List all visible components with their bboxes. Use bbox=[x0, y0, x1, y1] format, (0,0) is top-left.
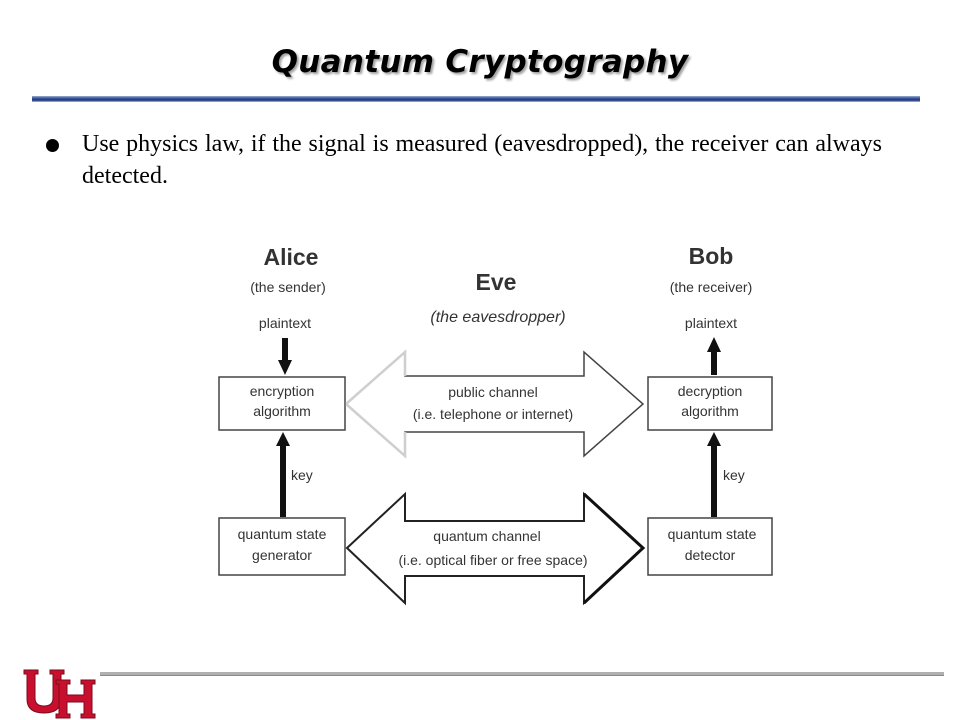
decryption-box bbox=[647, 376, 773, 431]
bob-plaintext: plaintext bbox=[685, 315, 737, 331]
public-channel-label-1: public channel bbox=[448, 384, 538, 400]
eve-name: Eve bbox=[476, 269, 517, 295]
generator-label-1: quantum state bbox=[238, 526, 327, 542]
quantum-channel-label-1: quantum channel bbox=[433, 528, 540, 544]
detector-label-2: detector bbox=[685, 547, 736, 563]
bob-key-label: key bbox=[723, 467, 745, 483]
public-channel-label-2: (i.e. telephone or internet) bbox=[413, 406, 573, 422]
bob-role: (the receiver) bbox=[670, 279, 752, 295]
eve-role: (the eavesdropper) bbox=[430, 309, 565, 326]
bullet-dot-icon bbox=[46, 139, 59, 152]
encryption-label-2: algorithm bbox=[253, 403, 311, 419]
slide-title: Quantum Cryptography bbox=[271, 44, 689, 80]
footer-divider bbox=[100, 672, 944, 676]
quantum-channel-label-2: (i.e. optical fiber or free space) bbox=[398, 552, 587, 568]
public-channel-arrow bbox=[344, 350, 645, 458]
uh-logo-icon bbox=[23, 669, 96, 719]
decryption-label-2: algorithm bbox=[681, 403, 739, 419]
generator-label-2: generator bbox=[252, 547, 312, 563]
quantum-detector-box bbox=[647, 517, 773, 576]
encryption-label-1: encryption bbox=[250, 383, 315, 399]
alice-key-label: key bbox=[291, 467, 313, 483]
quantum-channel-arrow bbox=[345, 491, 645, 606]
alice-plaintext: plaintext bbox=[259, 315, 311, 331]
bob-name: Bob bbox=[689, 243, 734, 269]
alice-plaintext-arrow bbox=[278, 338, 292, 375]
bob-key-arrow bbox=[707, 432, 721, 517]
alice-role: (the sender) bbox=[250, 279, 325, 295]
encryption-box bbox=[218, 376, 346, 431]
detector-label-1: quantum state bbox=[668, 526, 757, 542]
title-underline bbox=[32, 96, 920, 102]
alice-name: Alice bbox=[264, 244, 319, 270]
bob-plaintext-arrow bbox=[707, 337, 721, 375]
quantum-generator-box bbox=[218, 517, 346, 576]
alice-key-arrow bbox=[276, 432, 290, 517]
decryption-label-1: decryption bbox=[678, 383, 743, 399]
bullet-text: Use physics law, if the signal is measur… bbox=[82, 131, 882, 189]
